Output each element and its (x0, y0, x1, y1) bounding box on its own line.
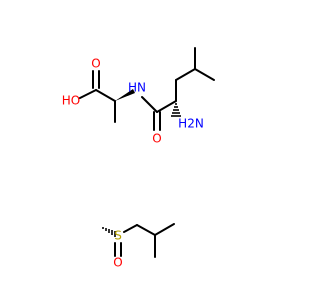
atom-sulfur: S (114, 229, 122, 243)
atom-nh-amide: HN (128, 81, 146, 95)
atom-o-acid-carbonyl: O (91, 57, 100, 71)
molecule-diagram: O HO HN O H2N S O (61, 47, 215, 270)
atom-o-amide: O (152, 132, 161, 146)
atom-oh: HO (62, 94, 80, 108)
bond-nh-amide-c (141, 96, 158, 113)
bond-leu-cb-cg (175, 68, 196, 81)
bond-acid-c-ala-ca (95, 89, 116, 102)
bond-ch-methyl-up (154, 223, 175, 236)
bond-acid-c-oh (79, 89, 97, 99)
sulfoxide-structure: S O (102, 223, 175, 270)
hash-leu-ca-nh2 (171, 103, 181, 117)
hash-methyl-s (102, 227, 116, 237)
wedge-ala-ca-nh (115, 89, 135, 101)
bond-leu-cg-cd2 (194, 68, 215, 81)
bond-ch2-ch (136, 224, 156, 236)
atom-h2n-amine: H2N (178, 117, 204, 131)
bond-s-ch2 (123, 224, 138, 233)
dipeptide-structure: O HO HN O H2N (62, 47, 215, 146)
bond-amide-c-leu-ca (156, 100, 177, 113)
atom-o-sulfoxide: O (113, 256, 122, 270)
